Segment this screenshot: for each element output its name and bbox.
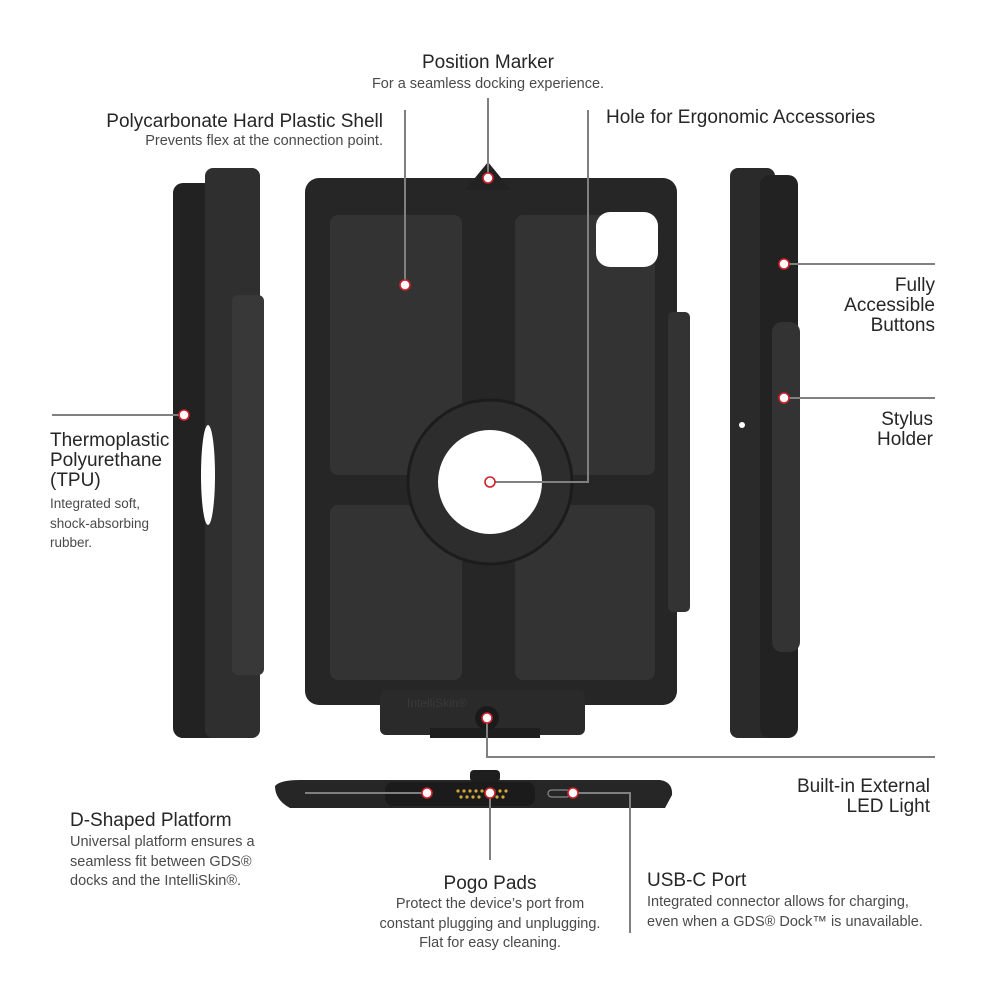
- position-marker-title: Position Marker: [422, 52, 554, 73]
- led-title: Built-in External LED Light: [680, 777, 930, 817]
- buttons-title-line: Accessible: [844, 295, 935, 316]
- pogo-title: Pogo Pads: [443, 873, 537, 894]
- polycarbonate-title: Polycarbonate Hard Plastic Shell: [106, 111, 383, 132]
- bottom-view: [275, 770, 673, 808]
- tpu-title-line: Thermoplastic: [50, 430, 170, 451]
- tpu-title: Thermoplastic Polyurethane (TPU): [50, 431, 169, 491]
- product-label: IntelliSkin®: [407, 696, 468, 710]
- d-platform-desc: Universal platform ensures a seamless fi…: [70, 833, 255, 892]
- tpu-desc: Integrated soft, shock-absorbing rubber.: [50, 494, 149, 553]
- tpu-desc-line: rubber.: [50, 535, 93, 550]
- callout-markers: [178, 172, 790, 799]
- pogo-desc: Protect the device’s port from constant …: [340, 895, 640, 954]
- stylus-title: Stylus Holder: [733, 410, 933, 450]
- polycarbonate-desc: Prevents flex at the connection point.: [145, 133, 383, 149]
- usbc-title: USB-C Port: [647, 870, 747, 891]
- tpu-desc-line: shock-absorbing: [50, 515, 150, 531]
- led-title-line: Built-in External: [796, 776, 930, 797]
- usbc-desc-line: even when a GDS® Dock™ is unavailable.: [647, 913, 923, 930]
- main-case: [305, 162, 690, 738]
- buttons-title: Fully Accessible Buttons: [735, 276, 935, 336]
- usbc-desc: Integrated connector allows for charging…: [647, 893, 923, 932]
- position-marker-desc: For a seamless docking experience.: [371, 76, 605, 92]
- d-platform-desc-line: docks and the IntelliSkin®.: [70, 873, 242, 889]
- hole-title: Hole for Ergonomic Accessories: [606, 107, 876, 128]
- tpu-desc-line: Integrated soft,: [50, 496, 141, 511]
- pogo-desc-line: constant plugging and unplugging.: [379, 915, 601, 932]
- stylus-title-line: Holder: [877, 429, 933, 450]
- d-platform-desc-line: Universal platform ensures a: [70, 834, 255, 850]
- buttons-title-line: Fully: [894, 275, 935, 296]
- usbc-desc-line: Integrated connector allows for charging…: [647, 894, 909, 910]
- pogo-desc-line: Flat for easy cleaning.: [419, 935, 561, 951]
- stylus-title-line: Stylus: [881, 409, 933, 430]
- d-platform-title: D-Shaped Platform: [70, 810, 232, 831]
- led-title-line: LED Light: [846, 796, 930, 817]
- pogo-desc-line: Protect the device’s port from: [395, 896, 585, 912]
- tpu-title-line: (TPU): [50, 470, 101, 491]
- right-side-view: [730, 168, 800, 738]
- tpu-title-line: Polyurethane: [50, 450, 162, 471]
- d-platform-desc-line: seamless fit between GDS®: [70, 853, 252, 870]
- left-side-view: [173, 168, 264, 738]
- callout-lines: [52, 98, 935, 933]
- buttons-title-line: Buttons: [870, 315, 935, 336]
